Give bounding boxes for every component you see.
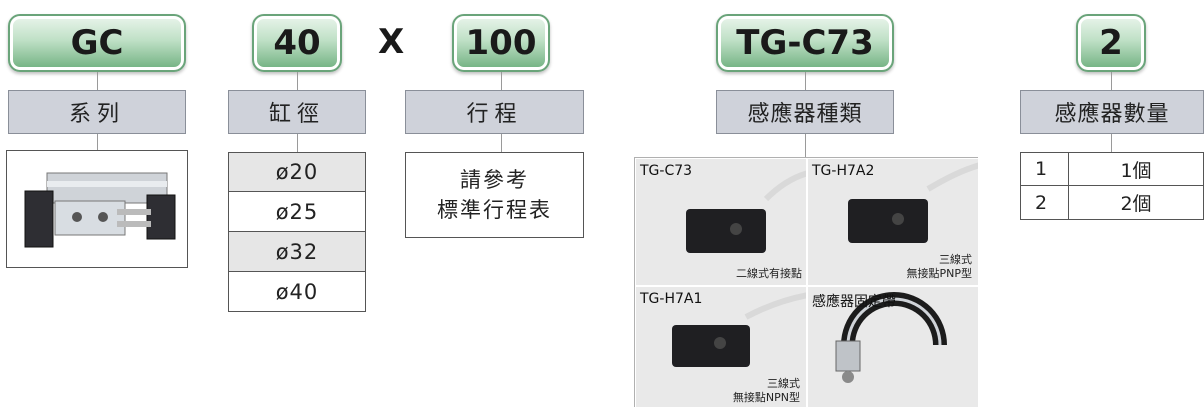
- sensor-note: 三線式 無接點NPN型: [733, 377, 800, 405]
- stroke-note-line2: 標準行程表: [437, 198, 552, 222]
- sensor-option[interactable]: 感應器固定帶: [807, 286, 979, 408]
- sensor-grid: TG-C73 二線式有接點 TG-H7A2 三線式 無接點PNP型 TG-H7A…: [634, 157, 979, 408]
- stroke-code: 100: [452, 14, 550, 72]
- sensor-qty-label: 感應器數量: [1020, 90, 1204, 134]
- sensor-title: 感應器固定帶: [812, 294, 896, 310]
- bore-code: 40: [252, 14, 342, 72]
- sensor-option[interactable]: TG-H7A2 三線式 無接點PNP型: [807, 158, 979, 286]
- sensor-note-line2: 無接點NPN型: [732, 391, 800, 404]
- connector-line: [97, 72, 98, 90]
- connector-line: [805, 72, 806, 90]
- sensor-note-line1: 三線式: [939, 253, 972, 266]
- connector-line: [805, 134, 806, 157]
- sensor-icon: [848, 162, 978, 243]
- quantity-key: 2: [1021, 186, 1069, 219]
- bore-size-table: ø20 ø25 ø32 ø40: [228, 152, 366, 312]
- series-code: GC: [8, 14, 186, 72]
- sensor-type-label: 感應器種類: [716, 90, 894, 134]
- connector-line: [97, 134, 98, 150]
- connector-line: [1111, 72, 1112, 90]
- bore-size-option[interactable]: ø20: [228, 152, 366, 192]
- mounting-band-icon: [835, 292, 947, 383]
- quantity-key: 1: [1021, 153, 1069, 185]
- sensor-icon: [686, 170, 806, 253]
- sensor-note: 二線式有接點: [736, 267, 802, 280]
- quantity-value: 2個: [1120, 193, 1152, 215]
- sensor-title: TG-H7A2: [812, 163, 875, 179]
- connector-line: [501, 134, 502, 152]
- sensor-note: 三線式 無接點PNP型: [907, 253, 973, 281]
- cylinder-illustration: [24, 172, 176, 248]
- bore-size-option[interactable]: ø40: [228, 272, 366, 312]
- sensor-type-code: TG-C73: [716, 14, 894, 72]
- sensor-option[interactable]: TG-C73 二線式有接點: [635, 158, 807, 286]
- quantity-table: 1 1個 2 2個: [1020, 152, 1204, 220]
- bore-label: 缸徑: [228, 90, 366, 134]
- connector-line: [297, 72, 298, 90]
- bore-size-option[interactable]: ø32: [228, 232, 366, 272]
- quantity-option[interactable]: 1 1個: [1020, 152, 1204, 186]
- sensor-option[interactable]: TG-H7A1 三線式 無接點NPN型: [635, 286, 807, 408]
- sensor-qty-code: 2: [1076, 14, 1146, 72]
- series-label: 系列: [8, 90, 186, 134]
- quantity-value: 1個: [1120, 159, 1152, 182]
- times-symbol: X: [378, 22, 405, 62]
- sensor-note-line1: 三線式: [767, 377, 800, 390]
- sensor-title: TG-C73: [640, 163, 693, 179]
- sensor-title: TG-H7A1: [640, 291, 703, 307]
- stroke-note: 請參考 標準行程表: [405, 152, 584, 238]
- bore-size-option[interactable]: ø25: [228, 192, 366, 232]
- stroke-label: 行程: [405, 90, 584, 134]
- connector-line: [297, 134, 298, 152]
- connector-line: [501, 72, 502, 90]
- stroke-note-line1: 請參考: [460, 168, 529, 192]
- connector-line: [1111, 134, 1112, 152]
- cylinder-photo: [6, 150, 188, 268]
- sensor-icon: [672, 292, 806, 367]
- sensor-note-line2: 無接點PNP型: [906, 267, 973, 280]
- quantity-option[interactable]: 2 2個: [1020, 186, 1204, 220]
